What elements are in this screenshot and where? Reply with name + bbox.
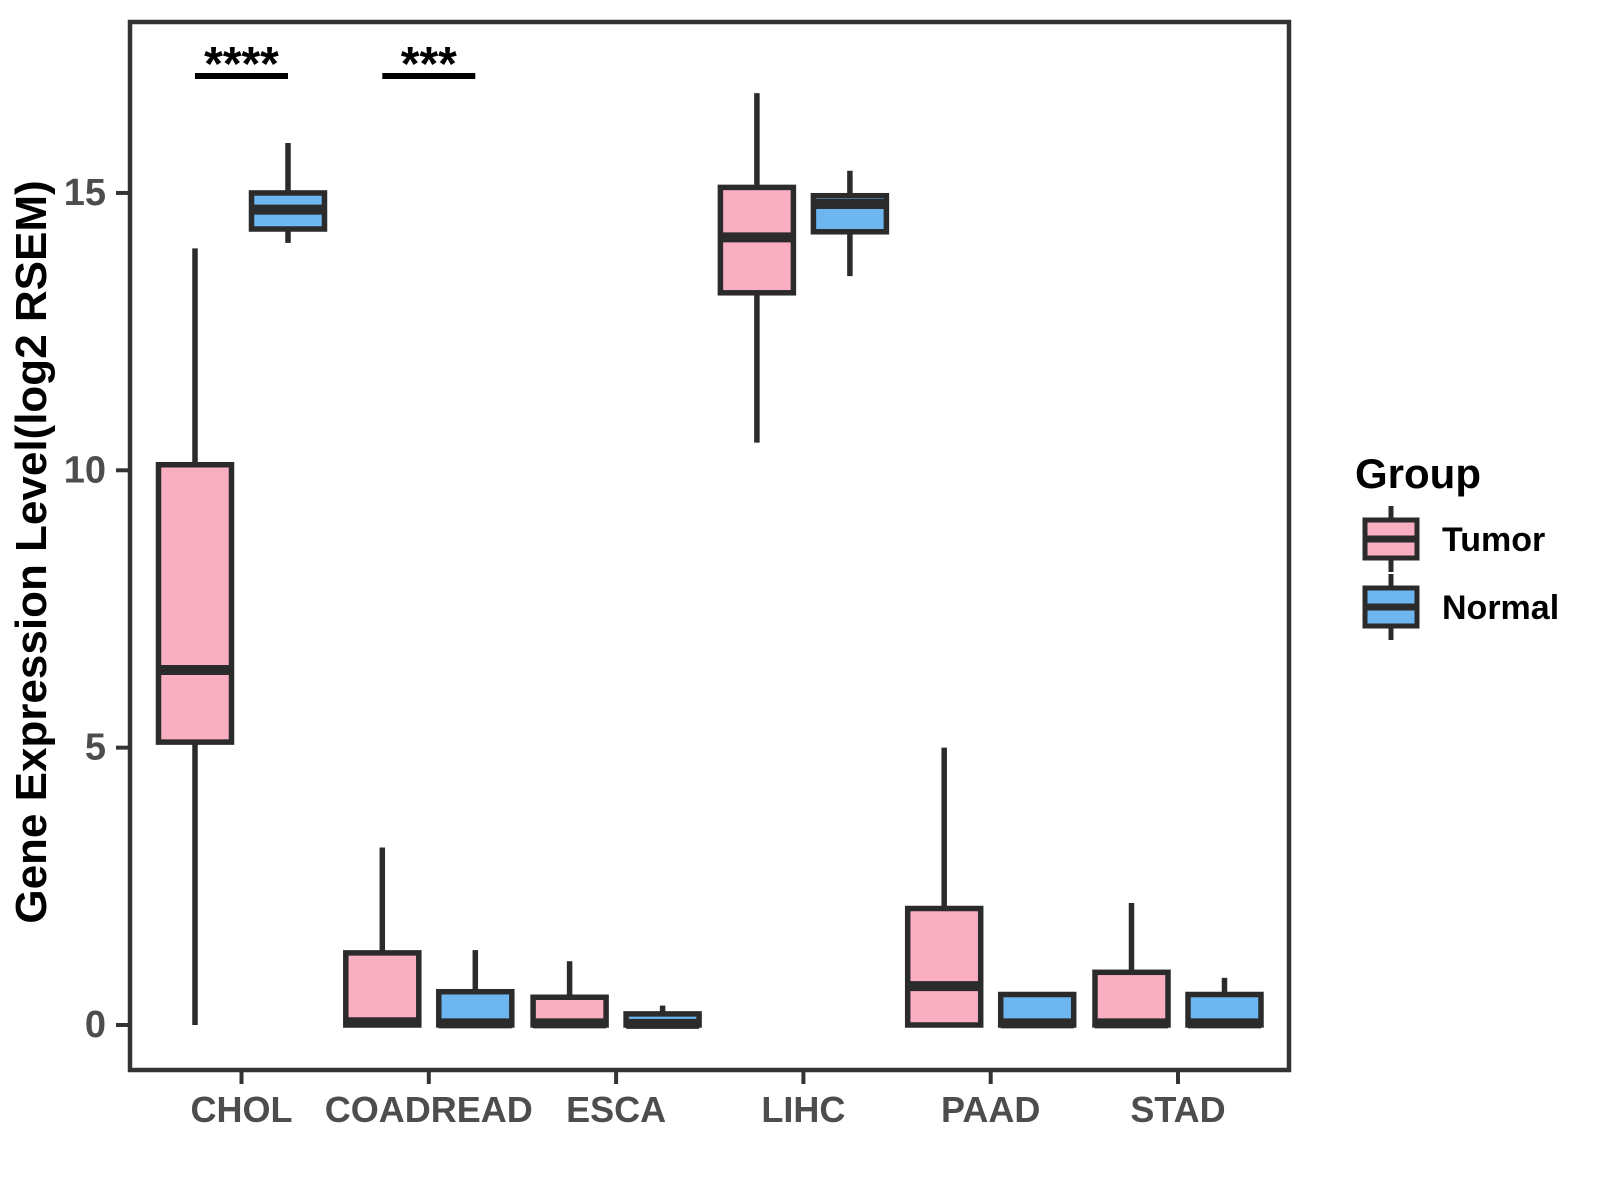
legend-label-tumor: Tumor bbox=[1442, 521, 1545, 559]
box-coadread-tumor bbox=[343, 847, 422, 1028]
box-iqr bbox=[904, 905, 984, 1028]
significance-stars-coadread: *** bbox=[401, 38, 457, 91]
box-iqr bbox=[343, 950, 422, 1028]
box-esca-normal bbox=[623, 1005, 702, 1029]
box-chol-normal bbox=[248, 143, 328, 243]
significance-stars-chol: **** bbox=[204, 38, 279, 91]
box-iqr bbox=[155, 462, 235, 745]
x-tick-label-coadread: COADREAD bbox=[325, 1089, 533, 1130]
y-tick-label: 15 bbox=[64, 172, 106, 214]
box-esca-tumor bbox=[530, 961, 609, 1029]
x-tick-label-lihc: LIHC bbox=[761, 1089, 845, 1130]
box-stad-normal bbox=[1185, 977, 1264, 1029]
box-paad-tumor bbox=[904, 747, 984, 1028]
legend-title: Group bbox=[1355, 450, 1481, 497]
box-stad-tumor bbox=[1092, 902, 1171, 1029]
x-tick-label-paad: PAAD bbox=[941, 1089, 1040, 1130]
box-chol-tumor bbox=[155, 248, 235, 1025]
x-tick-label-esca: ESCA bbox=[566, 1089, 666, 1130]
y-tick-label: 0 bbox=[85, 1004, 106, 1046]
box-paad-normal bbox=[997, 991, 1077, 1029]
legend-key-normal bbox=[1362, 574, 1420, 640]
y-tick-label: 10 bbox=[64, 449, 106, 491]
legend-label-normal: Normal bbox=[1442, 589, 1559, 627]
box-coadread-normal bbox=[436, 950, 515, 1029]
x-tick-label-chol: CHOL bbox=[191, 1089, 293, 1130]
box-iqr bbox=[1092, 969, 1171, 1028]
x-tick-label-stad: STAD bbox=[1130, 1089, 1225, 1130]
box-lihc-normal bbox=[810, 170, 890, 277]
y-axis-title: Gene Expression Level(log2 RSEM) bbox=[7, 180, 56, 923]
box-lihc-tumor bbox=[717, 93, 797, 443]
legend-key-tumor bbox=[1362, 506, 1420, 572]
y-tick-label: 5 bbox=[85, 727, 106, 769]
plot-panel bbox=[127, 19, 1292, 1073]
